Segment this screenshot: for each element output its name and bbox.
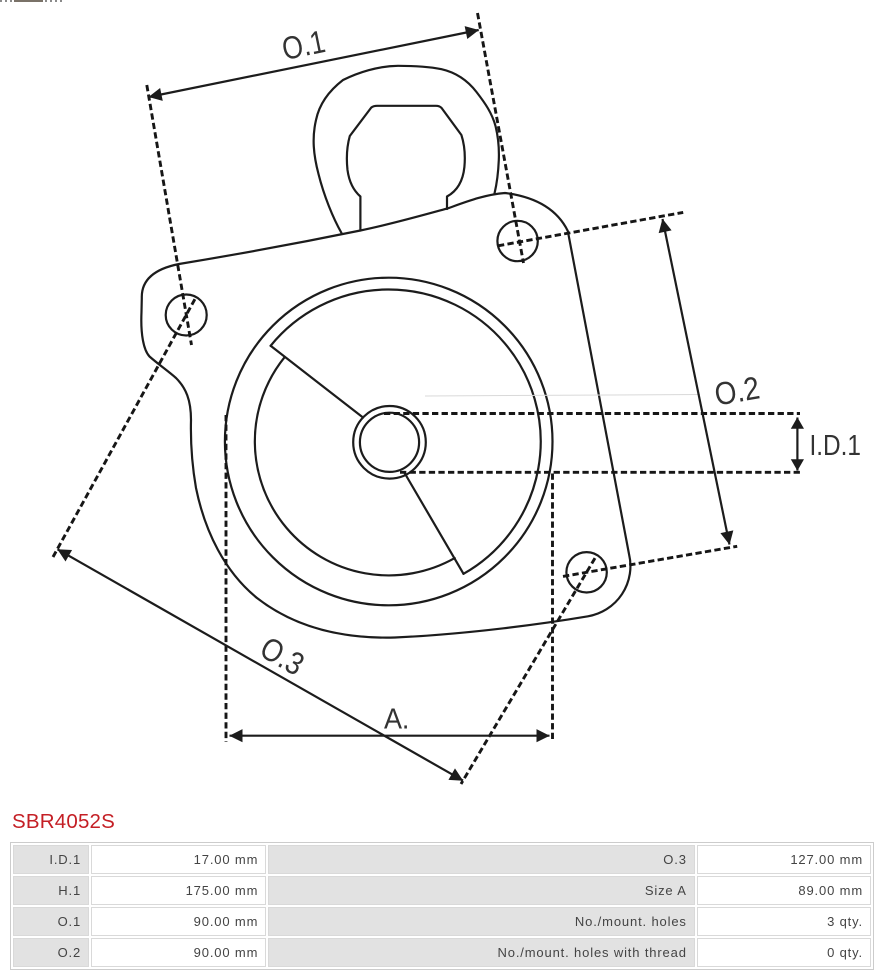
svg-text:O.1: O.1	[279, 23, 328, 67]
svg-text:A.: A.	[384, 703, 410, 735]
svg-text:O.2: O.2	[712, 369, 762, 412]
svg-text:O.3: O.3	[254, 629, 310, 682]
svg-text:I.D.1: I.D.1	[810, 430, 862, 462]
